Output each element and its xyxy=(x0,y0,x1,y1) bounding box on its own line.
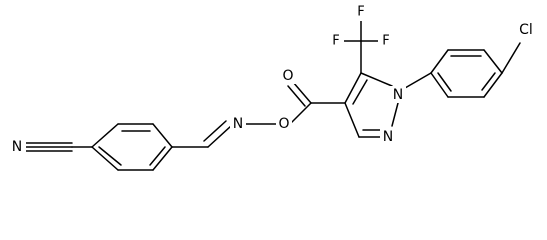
bond-ring-b-4 xyxy=(483,49,503,74)
atom-f-right: F xyxy=(382,34,389,49)
bond-o-carbonyl xyxy=(289,102,312,125)
bond-lines xyxy=(24,19,521,171)
bond-ring-a-double-3 xyxy=(98,146,122,166)
bond-ring-a-double-2 xyxy=(149,146,166,166)
bond-pz-c4-c3 xyxy=(344,102,360,138)
atom-labels: N N O O N N F F F Cl xyxy=(10,4,537,156)
atom-f-left: F xyxy=(332,34,339,49)
bond-ch-n-double-2 xyxy=(203,120,227,142)
bond-pz-n1-c5 xyxy=(360,72,393,87)
atom-n-nitrile: N xyxy=(12,139,22,155)
atom-o-carbonyl: O xyxy=(282,68,293,84)
bond-ring-b-double-1 xyxy=(437,72,452,92)
bond-ring-b-6 xyxy=(430,49,449,74)
bond-ring-b-1 xyxy=(430,72,449,98)
bond-co-double-1 xyxy=(292,81,312,104)
atom-n-pyrazole-1: N xyxy=(393,87,403,103)
bond-ring-b-3 xyxy=(483,72,503,98)
bond-ring-a-1 xyxy=(91,123,119,148)
bond-ring-b-double-2 xyxy=(481,72,496,91)
chemical-structure-diagram: N N O O N N F F F Cl xyxy=(10,4,537,171)
bond-pz-c5-c4 xyxy=(344,72,362,104)
atom-f-top: F xyxy=(357,5,364,20)
bond-pz-n2-n1 xyxy=(391,102,399,127)
bond-ring-a-3 xyxy=(152,123,173,148)
bond-pz-c5-c4-double xyxy=(352,79,368,105)
atom-n-imine: N xyxy=(233,116,243,132)
bond-ch-n-double-1 xyxy=(207,125,232,148)
bond-n1-to-ring xyxy=(404,72,432,89)
bond-ring-to-cl xyxy=(501,42,521,74)
bond-co-double-2 xyxy=(287,85,306,107)
bond-ring-a-6 xyxy=(91,146,119,171)
atom-o-oxime: O xyxy=(278,116,289,132)
atom-n-pyrazole-2: N xyxy=(383,129,393,145)
atom-cl: Cl xyxy=(519,22,533,38)
bond-ring-a-4 xyxy=(152,146,173,171)
